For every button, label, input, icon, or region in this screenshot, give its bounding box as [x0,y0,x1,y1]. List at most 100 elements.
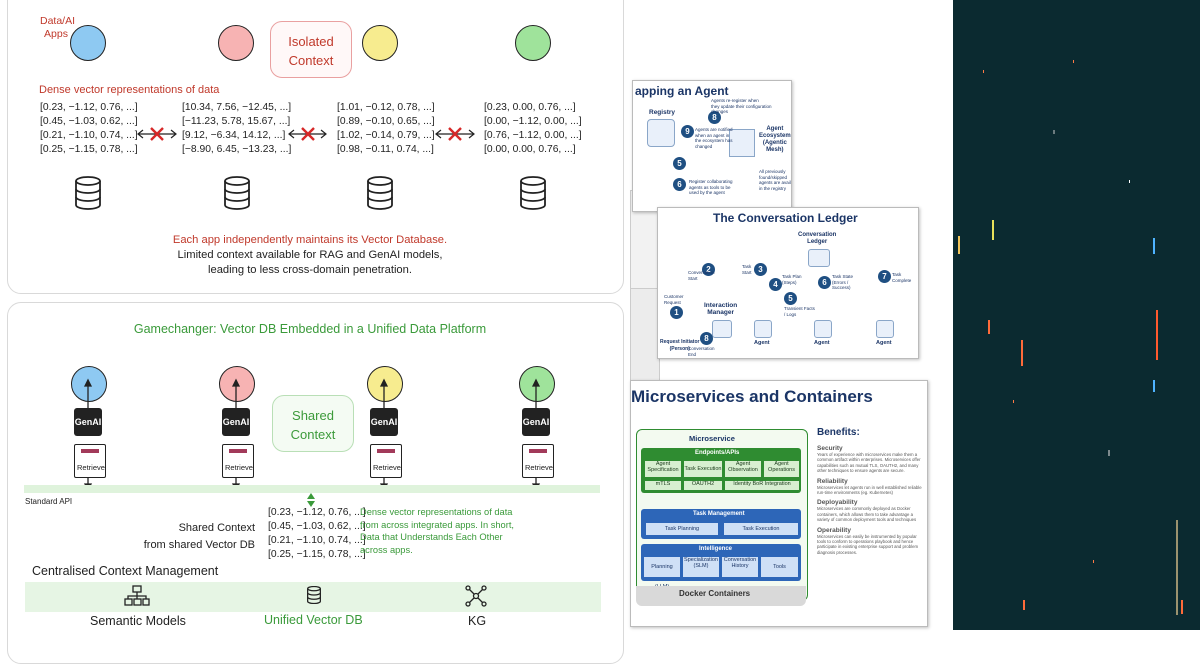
security-item: OAUTH2 [683,480,723,491]
security-item: mTLS [644,480,682,491]
task-mgmt-label: Task Management [693,511,745,517]
dense-vectors-heading: Dense vector representations of data [39,84,220,96]
step-label: Transient Facts / Logs [784,306,815,317]
endpoint-item: Agent Operations [763,460,800,478]
light-streak [1156,310,1158,360]
step-badge: 3 [754,263,767,276]
step-badge: 1 [670,306,683,319]
app-circle-yellow [362,25,398,61]
agent-label: Agent [754,340,770,346]
intel-item: Planning (LLM) [643,556,681,590]
caption-line-3: leading to less cross-domain penetration… [208,264,412,276]
light-streak [1023,600,1025,610]
agent-node [814,320,832,338]
light-streak [1181,600,1183,614]
genai-icon: GenAI [370,408,398,436]
genai-icon: GenAI [74,408,102,436]
step-label: Conversation End [688,346,715,357]
light-streak [1073,60,1074,63]
light-streak [992,220,994,240]
interaction-manager-node [712,320,732,338]
benefit-heading: Reliability [817,477,848,485]
standard-api-label: Standard API [25,497,73,506]
retrieve-doc-icon: Retrieve [522,444,554,478]
step-badge: 9 [681,125,694,138]
security-item: Identity BoR Integration [724,480,800,491]
isolated-context-box: Isolated Context [270,21,352,78]
ecosystem-label: Agent Ecosystem (Agentic Mesh) [759,126,791,153]
step-label: Task Complete [892,272,912,283]
retrieve-doc-icon: Retrieve [370,444,402,478]
agent-label: Agent [814,340,830,346]
benefits-title: Benefits: [817,427,860,438]
standard-api-bar [24,485,600,493]
caption-line-2: Limited context available for RAG and Ge… [177,249,443,261]
agent-node [876,320,894,338]
endpoint-item: Agent Specification [644,460,682,478]
retrieve-label: Retrieve [77,463,105,472]
genai-icon: GenAI [222,408,250,436]
endpoint-item: Agent Observation [724,460,762,478]
microservices-screenshot: Microservices and Containers Microservic… [630,380,928,627]
retrieve-doc-icon: Retrieve [74,444,106,478]
step-badge: 6 [818,276,831,289]
agent-ecosystem-node [729,129,755,157]
step-badge: 8 [700,332,713,345]
step-badge: 8 [708,111,721,124]
benefit-text: Years of experience with microservices m… [817,452,921,474]
light-streak [983,70,984,73]
benefit: Reliability Microservices let agents run… [817,478,925,496]
gamechanger-title: Gamechanger: Vector DB Embedded in a Uni… [133,322,487,336]
database-icon [520,176,546,210]
database-icon [307,586,321,604]
benefit-heading: Deployability [817,499,858,507]
collage-edge-strip [630,288,660,385]
caption-red: Each app independently maintains its Vec… [172,234,448,246]
vector-block-3: [1.01, −0.12, 0.78, ...] [0.89, −0.10, 0… [337,102,435,155]
registry-node [647,119,675,147]
interaction-manager-label: Interaction Manager [704,302,738,316]
shot1-title: apping an Agent [635,84,729,98]
genai-icon: GenAI [522,408,550,436]
benefit: Deployability Microservices are commonly… [817,499,925,522]
app-circle-red [218,25,254,61]
benefit: Operability Microservices can easily be … [817,527,925,556]
benefit-heading: Security [817,445,843,452]
semantic-models-label: Semantic Models [90,614,186,628]
step-label: Conversation Start [688,270,715,281]
docker-bar [636,586,806,606]
light-streak [1153,238,1155,254]
intel-item: Specialization (SLM) [682,556,720,578]
step-badge: 5 [673,157,686,170]
step-badge: 4 [769,278,782,291]
retrieve-label: Retrieve [373,463,401,472]
light-streak [988,320,990,334]
note: All previously found/skipped agents are … [759,169,791,191]
night-sky-image [953,0,1200,630]
api-arrow [307,493,315,507]
benefit-text: Microservices let agents run in well est… [817,484,922,496]
light-streak [1129,180,1130,183]
centralised-heading: Centralised Context Management [32,564,219,578]
agent-node [754,320,772,338]
app-circle-blue [70,25,106,61]
shot2-title: The Conversation Ledger [713,211,858,225]
light-streak [1053,130,1055,134]
step-label: Task Start [742,264,752,275]
conversation-ledger-screenshot: The Conversation Ledger Conversation Led… [657,207,919,359]
incompatible-arrows [137,127,475,141]
benefits-list: Security Years of experience with micros… [817,445,925,555]
database-icon [75,176,101,210]
registry-label: Registry [649,109,676,116]
hierarchy-icon [124,585,150,606]
isolated-caption: Each app independently maintains its Vec… [120,233,500,278]
shared-description: Dense vector representations of data fro… [360,507,514,555]
agent-label: Agent [876,340,892,346]
retrieve-label: Retrieve [525,463,553,472]
vector-block-2: [10.34, 7.56, −12.45, ...] [−11.23, 5.78… [182,102,292,155]
app-circle-green [515,25,551,61]
task-item: Task Execution [723,522,799,536]
step-badge: 5 [784,292,797,305]
shared-vector-block: [0.23, −1.12, 0.76, ...] [0.45, −1.03, 0… [268,507,366,560]
benefit-heading: Operability [817,526,851,534]
